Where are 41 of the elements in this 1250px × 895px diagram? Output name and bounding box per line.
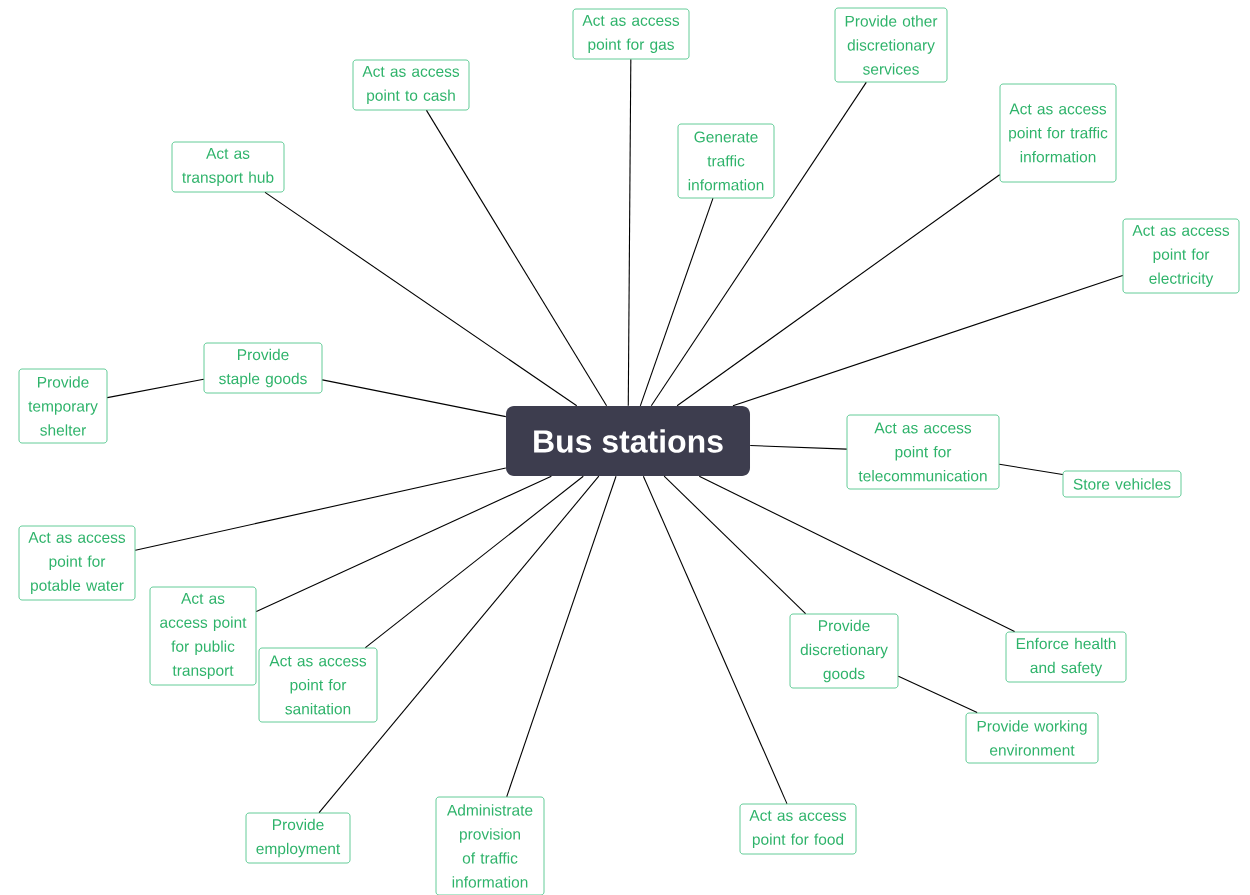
- topic-box: Act as access point for potable water: [18, 525, 136, 601]
- topic-box: Provide staple goods: [203, 342, 323, 394]
- connector-line: [998, 463, 1064, 476]
- topic-box: Act as access point to cash: [352, 59, 470, 111]
- topic-box: Act as transport hub: [171, 141, 285, 193]
- connector-line: [425, 109, 608, 407]
- connector-line: [897, 675, 978, 714]
- connector-line: [364, 475, 584, 649]
- topic-box: Provide discretionary goods: [789, 613, 899, 689]
- topic-box: Act as access point for sanitation: [258, 647, 378, 723]
- topic-box: Provide temporary shelter: [18, 368, 108, 444]
- connector-line: [663, 475, 807, 615]
- connector-line: [264, 191, 578, 407]
- connector-line: [506, 475, 617, 798]
- connector-line: [255, 475, 552, 613]
- connector-line: [642, 475, 788, 805]
- connector-line: [732, 274, 1124, 407]
- topic-box: Provide other discretionary services: [834, 7, 948, 83]
- connector-line: [749, 445, 848, 450]
- connector-line: [627, 58, 632, 407]
- topic-box: Act as access point for food: [739, 803, 857, 855]
- topic-box: Act as access point for gas: [572, 8, 690, 60]
- topic-box: Act as access point for public transport: [149, 586, 257, 686]
- topic-box: Generate traffic information: [677, 123, 775, 199]
- connector-line: [650, 81, 867, 407]
- topic-box: Act as access point for telecommunication: [846, 414, 1000, 490]
- topic-box: Act as access point for electricity: [1122, 218, 1240, 294]
- connector-line: [321, 379, 507, 418]
- connector-line: [134, 467, 507, 551]
- connector-line: [676, 174, 1001, 407]
- topic-box: Administrate provision of traffic information: [435, 796, 545, 895]
- topic-box: Enforce health and safety: [1005, 631, 1127, 683]
- connector-line: [106, 378, 205, 399]
- topic-box: Store vehicles: [1062, 470, 1182, 498]
- connector-line: [698, 475, 1016, 633]
- topic-box: Act as access point for traffic information: [999, 83, 1117, 183]
- central-topic-box: Bus stations: [506, 406, 750, 476]
- connector-line: [318, 475, 600, 814]
- topic-box: Provide employment: [245, 812, 351, 864]
- topic-box: Provide working environment: [965, 712, 1099, 764]
- connector-line: [639, 197, 714, 407]
